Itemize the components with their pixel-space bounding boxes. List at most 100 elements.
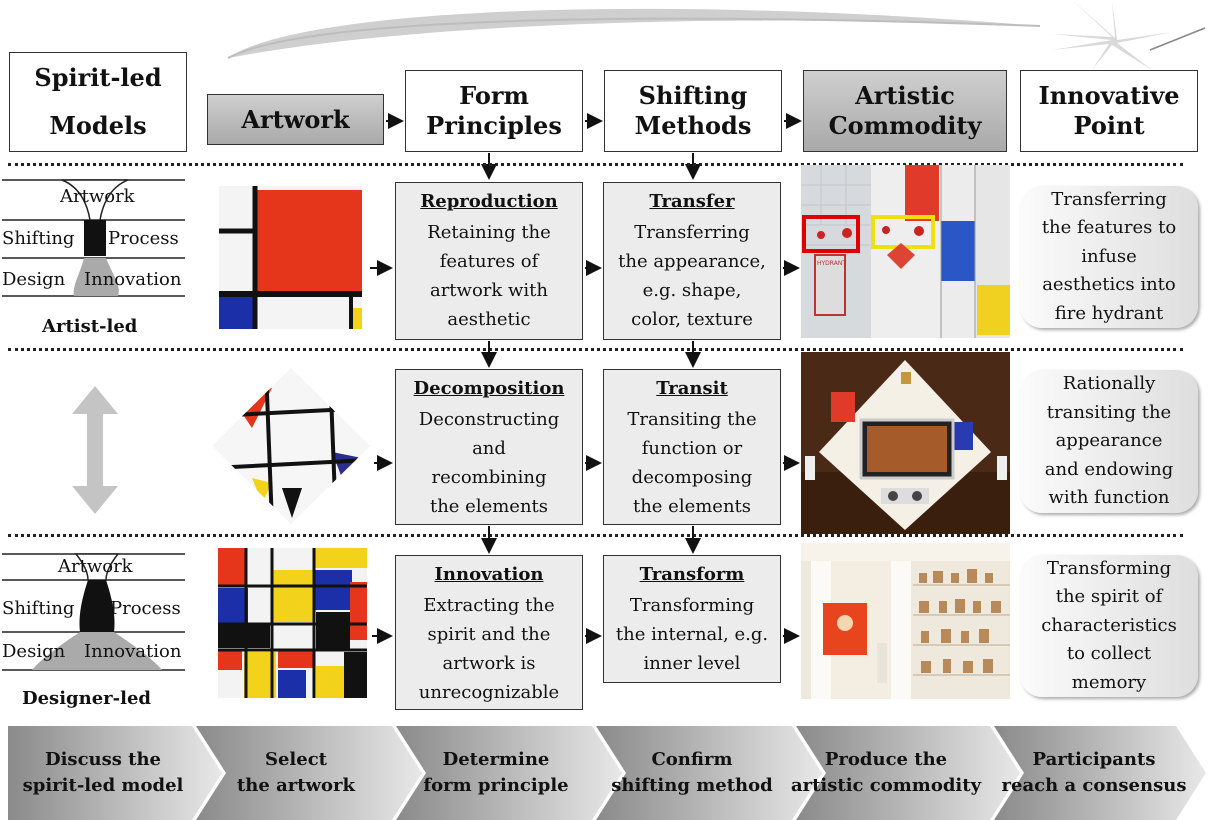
designer-led-line-process: Process xyxy=(110,598,181,619)
cell-decomposition-desc-3: recombining xyxy=(431,467,547,488)
innovative-point-1-line5: fire hydrant xyxy=(1054,302,1164,324)
innovative-point-1-line4: aesthetics into xyxy=(1042,274,1176,296)
step-5: Produce the artistic commodity xyxy=(788,726,984,820)
cell-decomposition: Decomposition Deconstructing and recombi… xyxy=(395,369,583,525)
artist-led-line-innovation: Innovation xyxy=(84,269,182,290)
header-innovative-point: Innovative Point xyxy=(1020,70,1198,152)
cell-reproduction-desc-4: aesthetic xyxy=(447,309,531,330)
innovative-point-2-line3: appearance xyxy=(1055,430,1163,452)
artist-led-line-artwork: Artwork xyxy=(60,186,135,207)
artist-led-label: Artist-led xyxy=(42,316,138,337)
step-chevron-3 xyxy=(396,726,622,820)
innovative-point-1-line1: Transferring xyxy=(1051,188,1167,210)
innovative-point-3-line5: memory xyxy=(1071,671,1147,693)
designer-led-line-innovation: Innovation xyxy=(84,641,182,662)
step-4-line1: Confirm xyxy=(651,749,733,770)
cell-innovation-desc-1: Extracting the xyxy=(423,595,555,616)
artist-led-line-design: Design xyxy=(2,269,66,290)
step-2-line2: the artwork xyxy=(236,775,356,796)
step-chevron-5 xyxy=(796,726,1020,820)
header-artwork-label: Artwork xyxy=(241,104,350,134)
header-form-principles: Form Principles xyxy=(405,70,583,152)
step-2-line1: Select xyxy=(264,749,327,770)
header-commodity-line2: Commodity xyxy=(828,111,982,140)
cell-transit-title: Transit xyxy=(656,378,728,399)
designer-led-label: Designer-led xyxy=(22,688,151,709)
cell-transit-desc-2: function or xyxy=(641,438,743,459)
cell-transfer-desc-2: the appearance, xyxy=(618,251,766,272)
step-6-line1: Participants xyxy=(1032,749,1156,770)
cell-reproduction-desc-3: artwork with xyxy=(429,280,549,301)
separator-row1 xyxy=(8,348,1183,351)
step-2: Select the artwork xyxy=(216,726,376,820)
innovative-point-1-line3: infuse xyxy=(1081,245,1137,267)
top-swoosh-decoration xyxy=(227,0,1206,70)
cell-transfer-desc-1: Transferring xyxy=(634,222,750,243)
separator-row2 xyxy=(8,534,1183,537)
cell-innovation-title: Innovation xyxy=(434,564,544,585)
innovative-point-3: Transforming the spirit of characteristi… xyxy=(1020,555,1198,697)
cell-transform: Transform Transforming the internal, e.g… xyxy=(603,555,781,683)
step-5-line2: artistic commodity xyxy=(790,775,982,796)
photo-tv-cabinet xyxy=(801,352,1010,534)
cell-reproduction-desc-2: features of xyxy=(439,251,539,272)
cell-transfer: Transfer Transferring the appearance, e.… xyxy=(603,182,781,340)
innovative-point-3-line1: Transforming xyxy=(1046,557,1172,579)
cell-decomposition-desc-1: Deconstructing xyxy=(418,409,560,430)
cell-decomposition-desc-2: and xyxy=(472,438,506,459)
artwork-mondrian-grid xyxy=(218,548,367,698)
innovative-point-1-line2: the features to xyxy=(1041,217,1177,239)
step-5-line1: Produce the xyxy=(824,749,948,770)
cell-innovation: Innovation Extracting the spirit and the… xyxy=(395,555,583,710)
photo-display-shelves xyxy=(801,543,1010,699)
header-spirit-led-line1: Spirit-led xyxy=(34,63,162,92)
process-steps-chevrons xyxy=(8,726,1206,820)
cell-transform-desc-3: inner level xyxy=(643,653,741,674)
step-chevron-4 xyxy=(596,726,822,820)
cell-innovation-desc-3: artwork is xyxy=(442,653,536,674)
artist-led-line-process: Process xyxy=(108,228,179,249)
step-chevron-2 xyxy=(196,726,422,820)
header-artwork: Artwork xyxy=(207,94,384,145)
header-form-line1: Form xyxy=(459,81,529,110)
row-arrows xyxy=(370,260,800,644)
header-artistic-commodity: Artistic Commodity xyxy=(803,70,1007,152)
cell-decomposition-desc-4: the elements xyxy=(429,496,549,517)
header-shifting-line2: Methods xyxy=(634,111,752,140)
separator-header xyxy=(8,163,1183,166)
step-chevron-6 xyxy=(994,726,1206,820)
artist-led-hourglass: Artwork Shifting Process Design Innovati… xyxy=(2,178,185,298)
header-innovative-line1: Innovative xyxy=(1038,81,1180,110)
cell-transfer-title: Transfer xyxy=(649,191,735,212)
step-4-line2: shifting method xyxy=(611,775,773,796)
cell-innovation-desc-4: unrecognizable xyxy=(418,682,560,703)
designer-led-line-shifting: Shifting xyxy=(2,598,75,619)
artist-led-hourglass-shape xyxy=(2,179,185,297)
header-innovative-line2: Point xyxy=(1073,111,1145,140)
step-3-line2: form principle xyxy=(423,775,569,796)
cell-transit-desc-4: the elements xyxy=(632,496,752,517)
innovative-point-2-line5: with function xyxy=(1048,487,1170,509)
cell-transfer-desc-3: e.g. shape, xyxy=(642,280,742,301)
cell-transform-desc-1: Transforming xyxy=(629,595,755,616)
step-chevron-1 xyxy=(8,726,222,820)
designer-led-line-design: Design xyxy=(2,641,66,662)
header-form-line2: Principles xyxy=(426,111,562,140)
innovative-point-2: Rationally transiting the appearance and… xyxy=(1020,370,1198,513)
cell-transit: Transit Transiting the function or decom… xyxy=(603,369,781,525)
header-spirit-led-models: Spirit-led Models xyxy=(9,52,187,152)
step-1-line1: Discuss the xyxy=(44,749,161,770)
innovative-point-2-line2: transiting the xyxy=(1046,401,1172,423)
step-6: Participants reach a consensus xyxy=(1000,726,1188,820)
innovative-point-2-line1: Rationally xyxy=(1062,373,1156,395)
cell-reproduction-title: Reproduction xyxy=(420,191,558,212)
header-commodity-line1: Artistic xyxy=(855,81,955,110)
designer-led-hourglass-shape xyxy=(2,553,185,671)
step-3-line1: Determine xyxy=(442,749,550,770)
cell-decomposition-title: Decomposition xyxy=(413,378,565,399)
step-6-line2: reach a consensus xyxy=(1001,775,1187,796)
artwork-mondrian-red-composition xyxy=(219,186,362,329)
innovative-point-1: Transferring the features to infuse aest… xyxy=(1020,186,1198,328)
double-arrow-icon xyxy=(72,386,118,514)
